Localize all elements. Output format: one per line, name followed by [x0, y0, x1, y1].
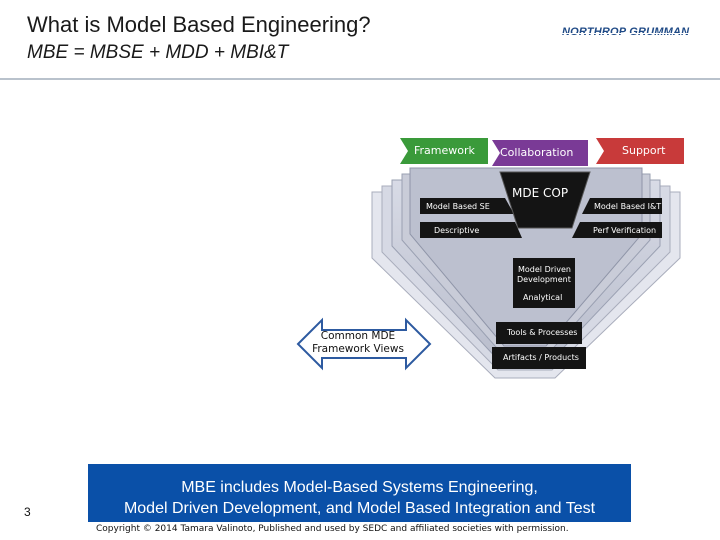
model-driven-label: Model Driven [518, 265, 571, 274]
framework-views-arrow [296, 317, 432, 371]
support-tab [596, 138, 684, 164]
collaboration-tab-label: Collaboration [500, 146, 574, 159]
mde-cop-funnel [499, 171, 591, 229]
views-line-1: Common MDE [320, 330, 396, 342]
framework-tab-label: Framework [414, 144, 475, 157]
tools-processes-box [496, 322, 582, 344]
perf-verification-label: Perf Verification [593, 226, 657, 235]
collaboration-tab [492, 140, 588, 166]
mbit-bar [572, 198, 662, 238]
tools-processes-label: Tools & Processes [507, 328, 578, 337]
framework-tab [400, 138, 488, 164]
summary-banner: MBE includes Model-Based Systems Enginee… [88, 464, 631, 522]
support-tab-label: Support [622, 144, 666, 157]
views-line-2: Framework Views [312, 343, 404, 355]
slide-title: What is Model Based Engineering? [27, 12, 371, 37]
model-based-se-label: Model Based SE [426, 202, 490, 211]
analytical-label: Analytical [523, 293, 563, 302]
copyright-text: Copyright © 2014 Tamara Valinoto, Publis… [96, 524, 569, 534]
banner-line-1: MBE includes Model-Based Systems Enginee… [181, 479, 538, 496]
development-label: Development [517, 275, 571, 284]
slide-subtitle: MBE = MBSE + MDD + MBI&T [27, 42, 289, 63]
framework-views-text: Common MDE Framework Views [310, 330, 406, 356]
model-based-it-label: Model Based I&T [594, 202, 662, 211]
artifacts-products-box [492, 347, 586, 369]
artifacts-products-label: Artifacts / Products [503, 353, 579, 362]
mdd-column [513, 258, 575, 308]
mbse-bar [420, 198, 522, 238]
banner-line-2: Model Driven Development, and Model Base… [123, 500, 596, 517]
northrop-grumman-logo: NORTHROP GRUMMAN [562, 26, 702, 42]
mde-cop-label: MDE COP [512, 186, 569, 200]
page-number: 3 [24, 505, 31, 519]
title-divider [0, 78, 720, 80]
descriptive-label: Descriptive [434, 226, 480, 235]
